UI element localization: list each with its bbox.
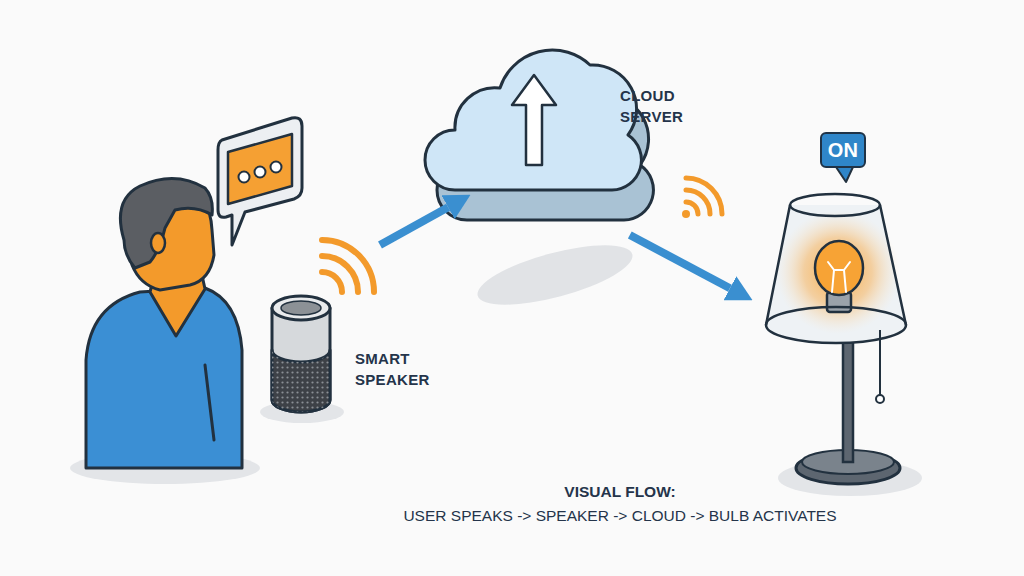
bulb-glow	[776, 210, 900, 334]
shade-rim-bottom	[766, 307, 906, 343]
upload-arrow	[512, 75, 556, 165]
pull-chain	[879, 330, 881, 395]
signal-wave	[686, 178, 722, 214]
signal-wave	[322, 240, 374, 292]
lamp-node: ON	[752, 190, 915, 500]
speaker-node: SMART SPEAKER	[262, 245, 380, 420]
signal-wave	[686, 202, 698, 214]
speech-dot	[271, 162, 282, 173]
lamp-stem	[843, 340, 853, 462]
speech-bubble-inner	[228, 134, 292, 204]
cloud-node: CLOUD SERVER	[470, 45, 640, 235]
speaker-mesh	[272, 350, 330, 412]
lamp-shade	[766, 205, 906, 343]
flow-summary: USER SPEAKS -> SPEAKER -> CLOUD -> BULB …	[330, 507, 910, 525]
flow-arrow	[630, 235, 730, 288]
signal-dot	[682, 210, 690, 218]
speaker-top	[272, 296, 330, 320]
badge-pointer	[836, 167, 853, 182]
status-badge: ON	[820, 132, 866, 168]
flow-heading: VISUAL FLOW:	[370, 483, 870, 501]
bulb-filament	[828, 262, 850, 292]
speech-dot	[239, 172, 250, 183]
person-arm-line	[205, 365, 214, 440]
person-ear	[151, 233, 165, 253]
speaker-body	[272, 308, 330, 412]
signal-wave	[322, 272, 342, 292]
node-label: CLOUD SERVER	[620, 85, 700, 127]
speech-bubble	[218, 118, 302, 245]
flow-arrow	[380, 207, 448, 245]
person-hair	[120, 178, 212, 268]
cloud-shape	[425, 50, 641, 190]
pull-chain-knob	[876, 395, 884, 403]
speaker-ring	[281, 301, 321, 315]
bulb-glass	[815, 241, 863, 295]
signal-wave	[686, 190, 710, 214]
speech-dot	[255, 167, 266, 178]
signal-wave	[322, 256, 358, 292]
shade-rim-top	[790, 194, 880, 216]
cloud-shadow	[472, 233, 638, 317]
node-label: SMART SPEAKER	[355, 348, 435, 390]
speaker-grille	[272, 350, 330, 412]
